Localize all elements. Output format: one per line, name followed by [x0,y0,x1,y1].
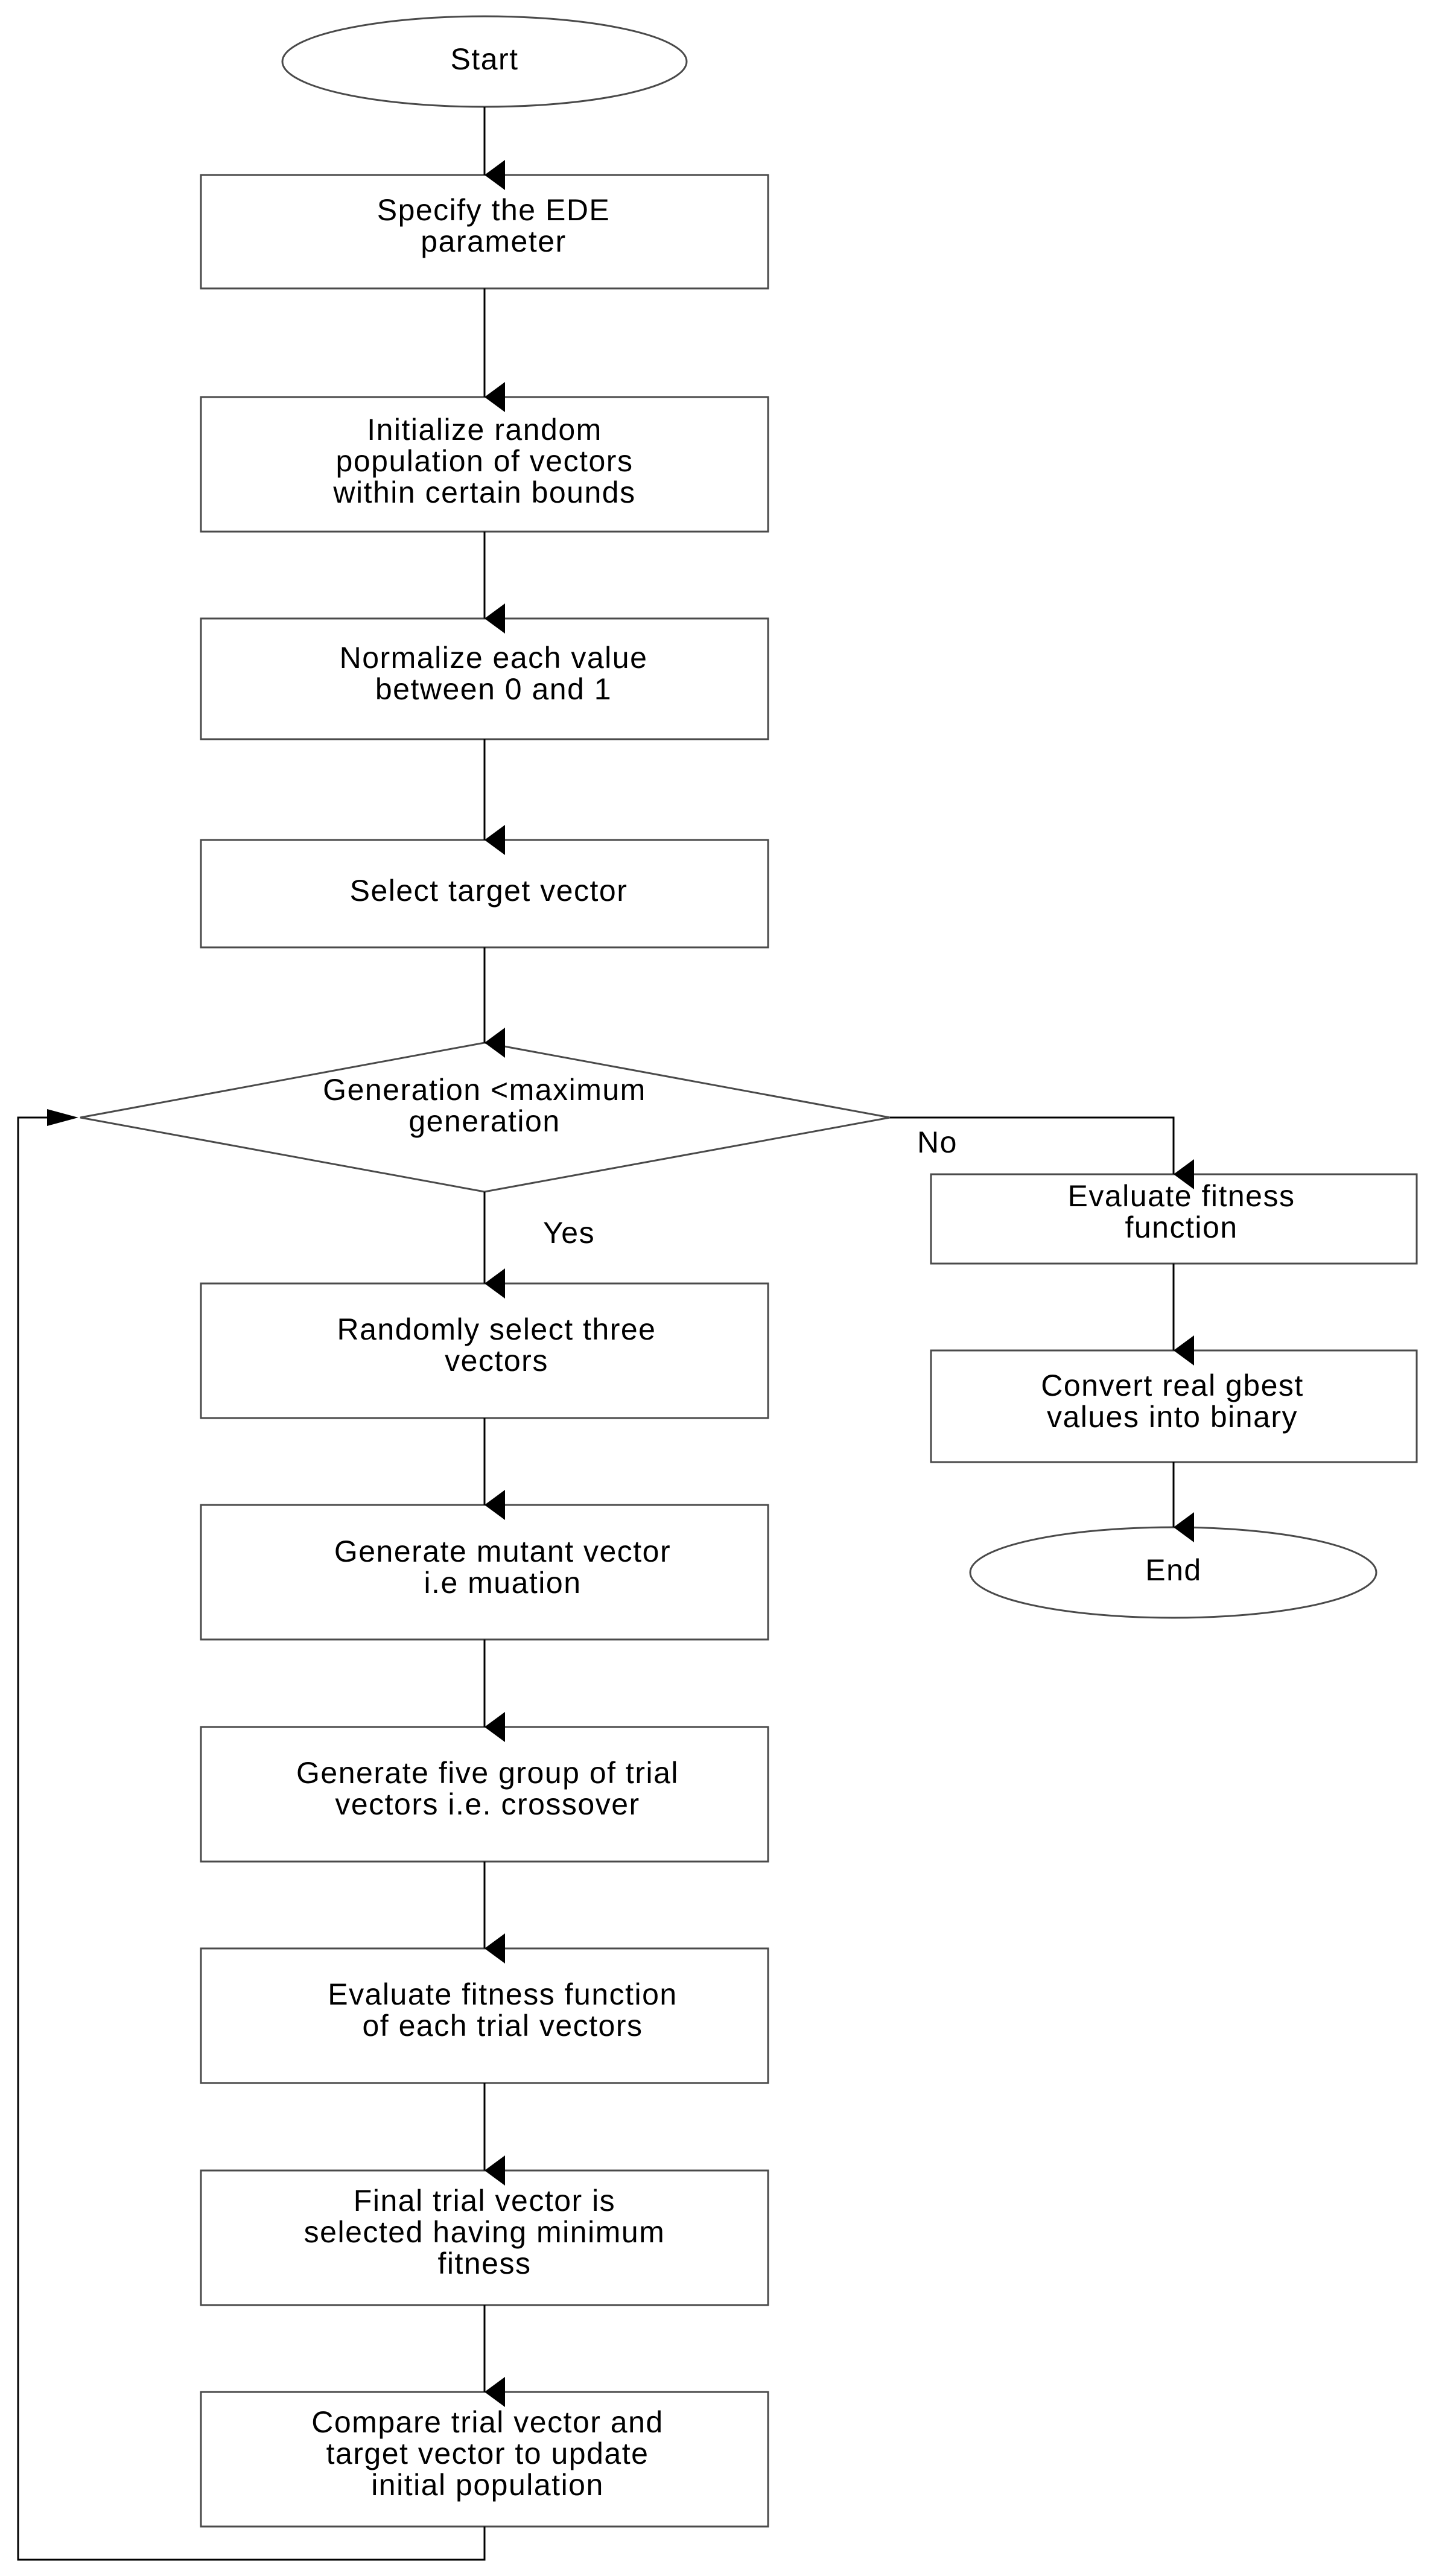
final-trial-label-line: fitness [437,2247,531,2280]
evaluate-fitness-label-line: Evaluate fitness [1068,1179,1295,1213]
final-trial-box [200,2169,769,2306]
evaluate-fitness-label-line: function [1125,1210,1238,1244]
initialize-label-line: within certain bounds [332,475,635,509]
crossover-box [200,1726,769,1863]
connectors [17,107,1194,2561]
random-select-label-line: Randomly select three [337,1312,656,1346]
initialize-label-line: Initialize random [367,413,602,447]
compare-label-line: initial population [371,2468,604,2502]
convert-box [930,1349,1418,1463]
evaluate-trials-label-line: Evaluate fitness function [328,1977,678,2011]
initialize-label-line: population of vectors [336,444,634,478]
mutant-label-line: Generate mutant vector [334,1534,671,1568]
mutant-label-line: i.e muation [424,1566,581,1600]
specify-box [200,174,769,290]
random-select-label-line: vectors [445,1344,548,1378]
evaluate-trials-box [200,1947,769,2084]
final-trial-label-line: selected having minimum [304,2215,666,2249]
final-trial-label-line: Final trial vector is [354,2184,615,2218]
convert-label-line: Convert real gbest [1041,1369,1304,1402]
compare-label-line: target vector to update [326,2437,649,2470]
specify-label-line: parameter [421,224,566,258]
crossover-label-line: Generate five group of trial [296,1756,679,1790]
compare-label-line: Compare trial vector and [311,2405,663,2439]
evaluate-trials-label-line: of each trial vectors [362,2009,643,2043]
start-label-line: Start [450,42,518,76]
compare-box [200,2391,769,2528]
end-label-line: End [1145,1553,1201,1587]
normalize-label-line: between 0 and 1 [375,672,612,706]
crossover-label-line: vectors i.e. crossover [335,1787,640,1821]
no-label: No [917,1125,958,1159]
decision-label-line: Generation <maximum [323,1073,646,1107]
select-target-label-line: Select target vector [350,874,628,908]
select-target-box [200,839,769,949]
specify-label-line: Specify the EDE [377,193,611,227]
decision-label-line: generation [408,1104,560,1138]
yes-label: Yes [543,1216,595,1250]
normalize-label-line: Normalize each value [340,641,648,675]
convert-label-line: values into binary [1047,1400,1298,1434]
normalize-box [200,617,769,740]
